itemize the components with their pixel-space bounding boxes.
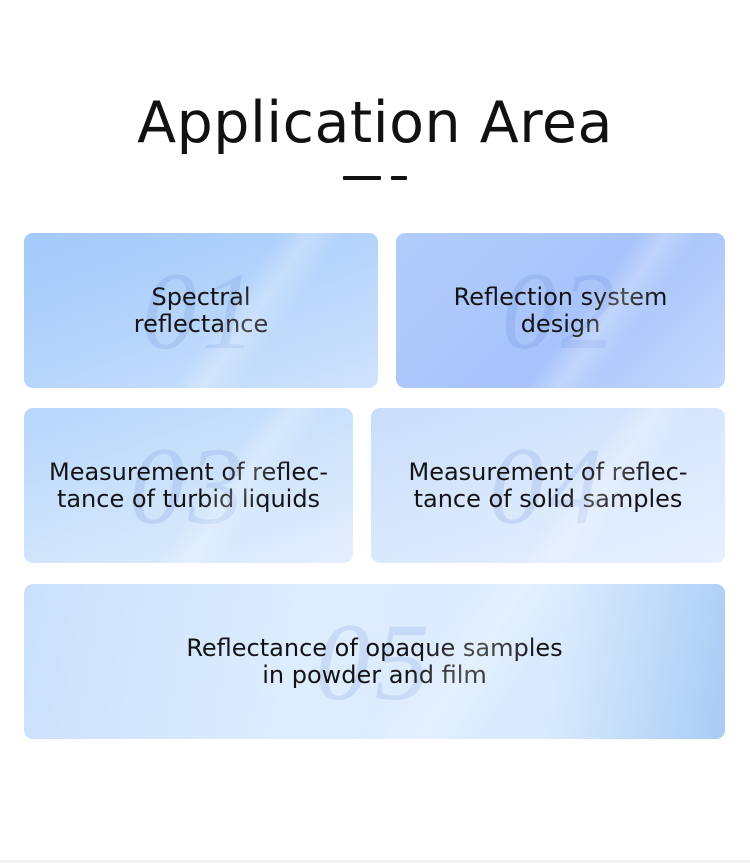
application-card-spectral-reflectance: 01 Spectral reflectance [24,233,378,388]
page-bottom-divider [0,860,750,863]
application-card-reflection-system-design: 02 Reflection system design [396,233,725,388]
card-label: Reflection system design [396,282,725,338]
card-label-line: in powder and film [262,660,487,689]
application-card-turbid-liquids: 03 Measurement of reflec- tance of turbi… [24,408,353,563]
card-label-line: Reflection system [453,282,668,311]
card-number-watermark: 05 [315,601,434,723]
card-number-watermark: 04 [489,425,607,547]
title-underline-short [391,176,407,180]
card-label-line: design [520,309,601,338]
card-label-line: tance of solid samples [413,484,683,513]
card-label: Reflectance of opaque samples in powder … [24,633,725,689]
card-label: Measurement of reflec- tance of turbid l… [24,457,353,513]
card-label-line: Measurement of reflec- [49,457,328,486]
card-label-line: Reflectance of opaque samples [186,633,563,662]
card-label: Spectral reflectance [24,282,378,338]
application-card-opaque-samples: 05 Reflectance of opaque samples in powd… [24,584,725,739]
card-label: Measurement of reflec- tance of solid sa… [371,457,725,513]
card-number-watermark: 03 [129,425,248,547]
card-label-line: tance of turbid liquids [56,484,321,513]
title-underline-long [343,176,381,180]
page-title: Application Area [137,90,613,156]
card-number-watermark: 01 [142,250,260,372]
card-number-watermark: 02 [501,250,620,372]
card-label-line: Measurement of reflec- [408,457,688,486]
card-label-line: Spectral [151,282,251,311]
application-card-solid-samples: 04 Measurement of reflec- tance of solid… [371,408,725,563]
card-label-line: reflectance [133,309,269,338]
